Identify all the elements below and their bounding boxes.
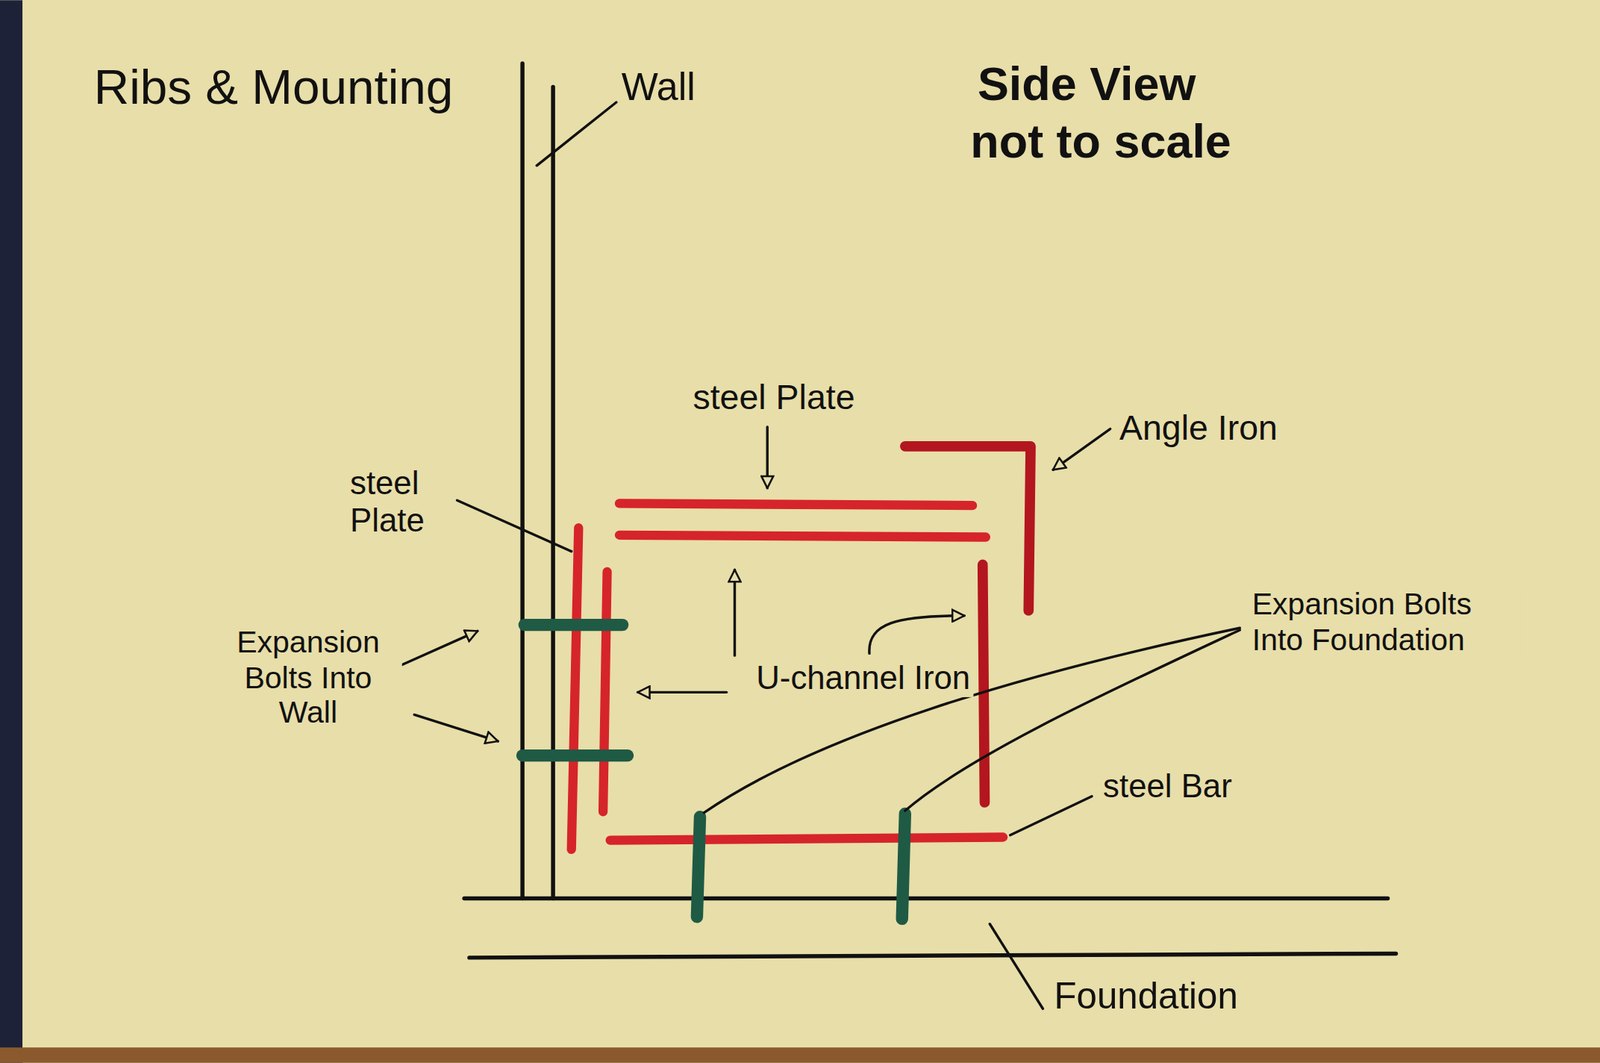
part-label: steel Bar [1100, 767, 1236, 805]
foundation-line [469, 952, 1397, 957]
leader-line [457, 500, 572, 551]
leader-line [536, 102, 617, 166]
table-edge [0, 1047, 1600, 1063]
wall-line [520, 63, 524, 898]
leader-arrow [766, 426, 769, 489]
steel-bar [610, 837, 1003, 841]
expansion-bolt [524, 618, 623, 631]
wall-label: Wall [618, 65, 699, 111]
expansion-bolt [697, 816, 700, 917]
leader-arrow [414, 714, 498, 742]
part-label: Foundation [1050, 974, 1242, 1018]
leader-arrow [1052, 429, 1111, 471]
expansion-bolt [522, 749, 628, 762]
leader-arrow [869, 615, 965, 654]
leader-line [1010, 796, 1092, 836]
leader-arrow [400, 630, 478, 665]
steel-plate [619, 535, 986, 538]
part-label: Angle Iron [1116, 408, 1281, 448]
leader-arrow [733, 569, 736, 656]
leader-line [989, 923, 1043, 1009]
part-label: Expansion Bolts Into Foundation [1249, 586, 1521, 657]
foundation-line [464, 896, 1388, 900]
part-label: Expansion Bolts Into Wall [214, 624, 403, 731]
part-label: steel Plate [347, 464, 456, 540]
expansion-bolt [902, 813, 906, 919]
angle-iron [905, 446, 1031, 611]
leader-arrow [638, 691, 727, 694]
leader-line [905, 629, 1240, 811]
table-edge [0, 0, 23, 1062]
u-channel [982, 564, 986, 803]
part-label: U-channel Iron [752, 658, 974, 697]
part-label: steel Plate [689, 377, 858, 418]
u-channel [602, 571, 607, 812]
wall-line [550, 87, 555, 899]
leader-line [703, 627, 1240, 812]
steel-plate [619, 502, 973, 506]
view-label: Side View [974, 57, 1200, 112]
scale-note: not to scale [967, 114, 1235, 168]
title: Ribs & Mounting [94, 58, 454, 115]
steel-plate [571, 527, 580, 850]
